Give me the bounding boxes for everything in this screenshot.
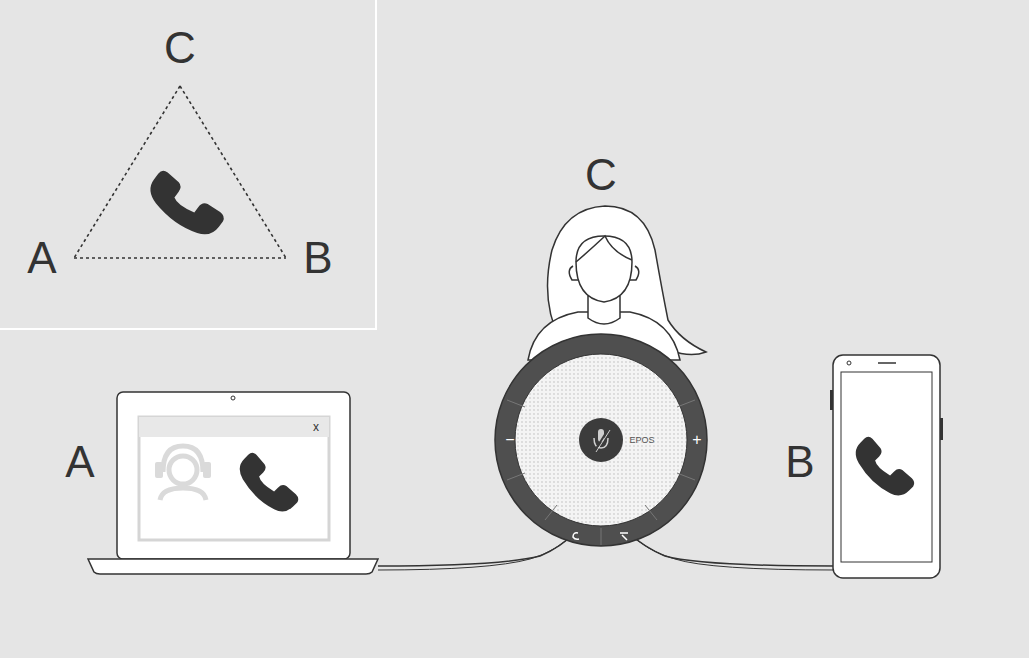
- participant-letter: C: [585, 153, 617, 197]
- volume-button: −: [505, 432, 514, 448]
- participant-letter: B: [785, 440, 814, 484]
- window-close: x: [313, 421, 319, 433]
- inset-letter: B: [303, 236, 332, 280]
- participant-letter: A: [65, 440, 94, 484]
- brand-label: EPOS: [629, 436, 654, 445]
- inset-letter: C: [164, 26, 196, 70]
- volume-button: +: [692, 432, 701, 448]
- inset-letter: A: [27, 236, 56, 280]
